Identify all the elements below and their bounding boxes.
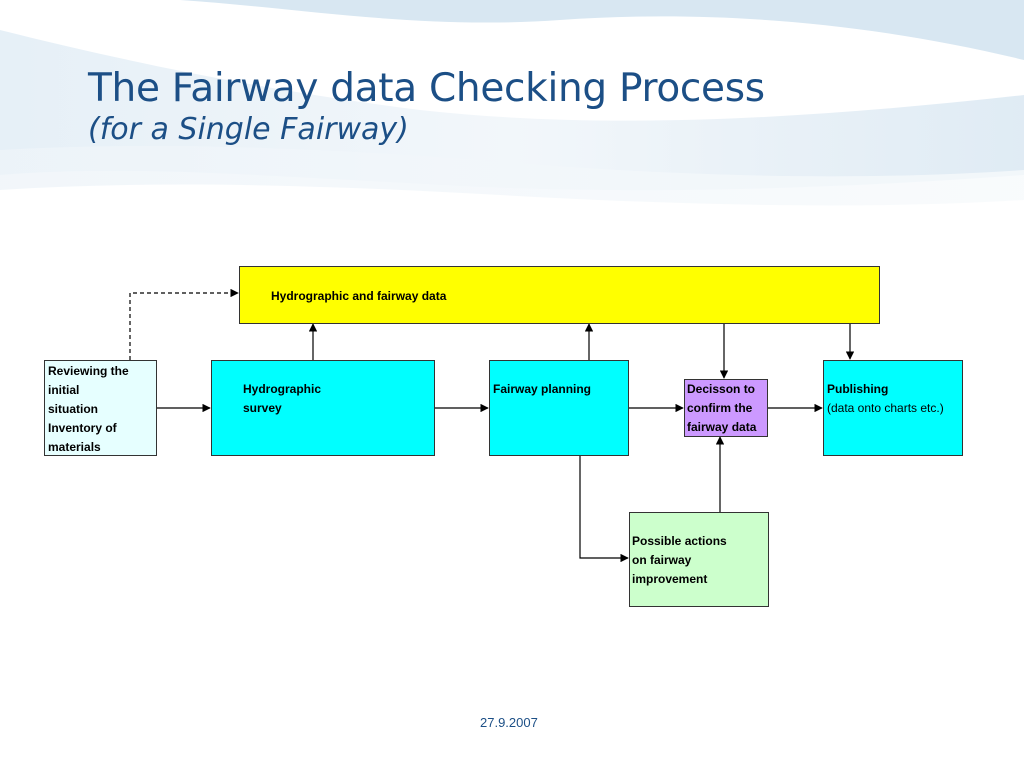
arrow-planning-to-actions — [579, 455, 629, 563]
reviewing-situation-label: Reviewing the initial situation Inventor… — [48, 364, 129, 454]
slide-subtitle: (for a Single Fairway) — [88, 112, 409, 147]
hydrographic-survey-box: Hydrographic survey — [211, 360, 435, 456]
slide-title: The Fairway data Checking Process — [88, 66, 765, 111]
fairway-planning-box: Fairway planning — [489, 360, 629, 456]
possible-actions-box: Possible actions on fairway improvement — [629, 512, 769, 607]
fairway-planning-label: Fairway planning — [493, 382, 592, 396]
possible-actions-label: Possible actions on fairway improvement — [632, 534, 727, 586]
reviewing-situation-box: Reviewing the initial situation Inventor… — [44, 360, 157, 456]
publishing-detail: (data onto charts etc.) — [827, 401, 944, 415]
footer-date: 27.9.2007 — [480, 715, 538, 730]
publishing-box: Publishing (data onto charts etc.) — [823, 360, 963, 456]
decision-box: Decisson to confirm the fairway data — [684, 379, 768, 437]
hydrographic-survey-label: Hydrographic survey — [243, 382, 322, 415]
hydrographic-fairway-data-box: Hydrographic and fairway data — [239, 266, 880, 324]
decision-label: Decisson to confirm the fairway data — [687, 382, 757, 434]
dashed-arrow-reviewing-to-data — [129, 288, 239, 360]
publishing-title: Publishing — [827, 382, 889, 396]
hydrographic-fairway-data-label: Hydrographic and fairway data — [271, 289, 447, 303]
background-wave — [0, 0, 1024, 206]
